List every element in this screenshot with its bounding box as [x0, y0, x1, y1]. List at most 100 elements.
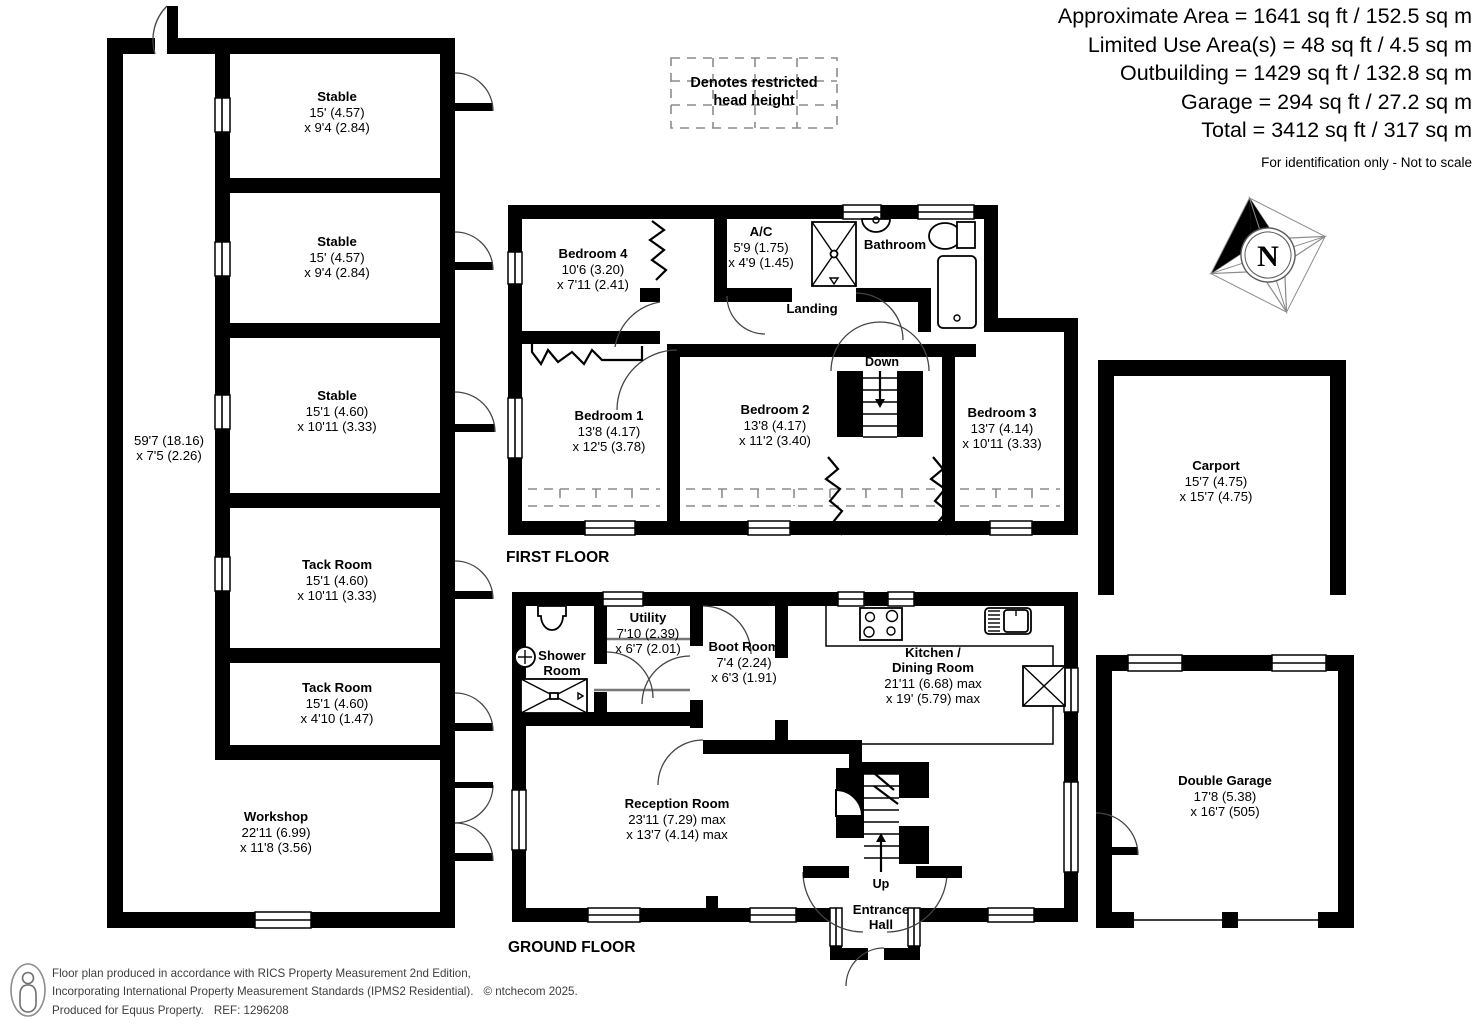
room-dim2: x 10'11 (3.33) — [297, 419, 376, 434]
ff-door-ac-swing — [726, 295, 766, 335]
first-floor-room-labels: Bedroom 4 10'6 (3.20) x 7'11 (2.41) A/C … — [557, 224, 1042, 454]
carport-group: Carport 15'7 (4.75) x 15'7 (4.75) — [1098, 360, 1346, 595]
gf-partition-a — [594, 652, 607, 664]
gf-boot-room-south-wall — [703, 740, 861, 754]
gf-staircase: Up — [802, 762, 962, 933]
room-dim1: 15'1 (4.60) — [306, 404, 369, 419]
outbuilding-door-stable-1 — [454, 72, 494, 112]
room-dim1: 5'9 (1.75) — [733, 240, 788, 255]
room-dim2: x 4'9 (1.45) — [728, 255, 794, 270]
kitchen-counter-run — [825, 606, 1054, 745]
gf-door-boot-south-swing — [657, 739, 704, 786]
room-dim2: x 15'7 (4.75) — [1180, 489, 1253, 504]
toilet-cistern-icon — [956, 221, 976, 249]
ff-partition-bed4-a — [640, 288, 660, 302]
outbuilding-door-jamb — [167, 6, 178, 54]
room-name: Stable — [317, 89, 357, 104]
footer-line-2a: Incorporating International Property Mea… — [52, 985, 474, 999]
room-name: Bedroom 1 — [575, 408, 644, 423]
legend-border — [670, 57, 838, 129]
legend-line-1: Denotes restricted — [690, 75, 818, 92]
outbuilding-door-tack-1 — [454, 560, 494, 600]
room-name-line2: Hall — [869, 917, 893, 932]
room-name: Landing — [786, 301, 837, 316]
front-door-swing — [845, 947, 885, 987]
room-name: Workshop — [244, 809, 308, 824]
footer-line-1: Floor plan produced in accordance with R… — [52, 967, 471, 980]
outbuilding-partition-5 — [215, 745, 455, 760]
room-dim1: 7'10 (2.39) — [617, 626, 680, 641]
bathroom-fixtures — [811, 216, 977, 329]
room-dim1: 15' (4.57) — [309, 250, 364, 265]
garage-side-door — [1096, 847, 1138, 855]
shower-drain-icon — [549, 692, 559, 700]
room-dim2: x 10'11 (3.33) — [297, 588, 376, 603]
room-name: Bedroom 2 — [741, 402, 810, 417]
area-line: Outbuilding = 1429 sq ft / 132.8 sq m — [1120, 61, 1472, 86]
room-dim1: 15'1 (4.60) — [306, 696, 369, 711]
gf-stair-winder-line-1 — [867, 767, 895, 791]
carport-north-wall — [1098, 360, 1346, 376]
ff-south-wall — [508, 521, 1078, 535]
ground-floor-label: GROUND FLOOR — [508, 939, 635, 956]
room-name: Bathroom — [864, 237, 926, 252]
room-dim2: x 9'4 (2.84) — [304, 120, 370, 135]
room-dim1: 15' (4.57) — [309, 105, 364, 120]
ff-restricted-head-height — [528, 488, 1060, 507]
ff-partition-bed1-bed2 — [667, 344, 680, 521]
gf-stair-arrow-icon — [876, 833, 886, 842]
room-dim1: 15'7 (4.75) — [1185, 474, 1248, 489]
room-dim2: x 16'7 (505) — [1190, 804, 1259, 819]
room-name-line2: Dining Room — [892, 660, 974, 675]
area-line: Garage = 294 sq ft / 27.2 sq m — [1180, 89, 1472, 114]
ff-partition-ac-right — [779, 288, 792, 302]
gf-door-utility-swing — [606, 651, 654, 699]
room-dim2: x 4'10 (1.47) — [301, 711, 374, 726]
area-disclaimer: For identification only - Not to scale — [1261, 154, 1472, 170]
outbuilding-entry-door-swing — [152, 5, 168, 55]
room-name: Bedroom 3 — [968, 405, 1037, 420]
shower-room-fixtures — [514, 605, 588, 714]
stair-label-down: Down — [865, 355, 899, 369]
area-summary: Approximate Area = 1641 sq ft / 152.5 sq… — [1058, 2, 1472, 172]
room-dim1: 21'11 (6.68) max — [884, 676, 982, 691]
corridor-dim1: 59'7 (18.16) — [134, 433, 204, 448]
first-floor-label: FIRST FLOOR — [506, 549, 609, 566]
outbuilding-east-wall — [440, 54, 455, 928]
room-dim1: 15'1 (4.60) — [306, 573, 369, 588]
ff-stair-arrow-icon — [875, 399, 885, 408]
footer-line-3a: Produced for Equus Property. — [52, 1003, 204, 1017]
gf-west-wall — [512, 592, 526, 922]
gf-partition-shower-utility — [594, 606, 607, 664]
room-dim1: 17'8 (5.38) — [1194, 789, 1257, 804]
hall-arch-swing-right — [886, 871, 948, 933]
room-name: Utility — [630, 610, 667, 625]
ff-east-wall-upper — [984, 205, 998, 332]
gf-shower-room-south-wall — [512, 712, 607, 726]
porch-south-wall-right — [884, 948, 920, 960]
ff-partition-bath-right — [918, 288, 931, 332]
shower-valve-icon — [828, 277, 840, 286]
ground-floor-group: Up Shower Room Utility 7'10 (2.39) x 6'7… — [508, 591, 1079, 987]
ground-floor-room-labels: Shower Room Utility 7'10 (2.39) x 6'7 (2… — [538, 610, 982, 932]
room-name: Stable — [317, 234, 357, 249]
rics-person-icon — [10, 963, 46, 1017]
carport-west-wall — [1098, 360, 1114, 595]
outbuilding-door-stable-2 — [454, 231, 494, 271]
gf-stair-head-wall — [852, 762, 929, 774]
basin-tap-icon — [872, 216, 880, 224]
gf-partition-boot-left — [690, 606, 703, 646]
room-name: Double Garage — [1178, 773, 1272, 788]
hall-arch-swing-left — [802, 871, 864, 933]
understair-door-swing — [835, 788, 864, 817]
gf-partition-boot-right — [775, 606, 788, 658]
toilet-icon — [537, 605, 567, 631]
compass-inner-circle — [1244, 231, 1292, 279]
ff-partition-ac-left — [714, 219, 727, 294]
compass-north-label: N — [1257, 240, 1279, 273]
gf-south-pier — [706, 896, 718, 910]
outbuilding-partition-1 — [215, 178, 455, 193]
double-garage-group: Double Garage 17'8 (5.38) x 16'7 (505) — [1095, 654, 1354, 928]
stair-label-up: Up — [873, 877, 890, 891]
gf-door-shower-swing — [641, 655, 691, 705]
